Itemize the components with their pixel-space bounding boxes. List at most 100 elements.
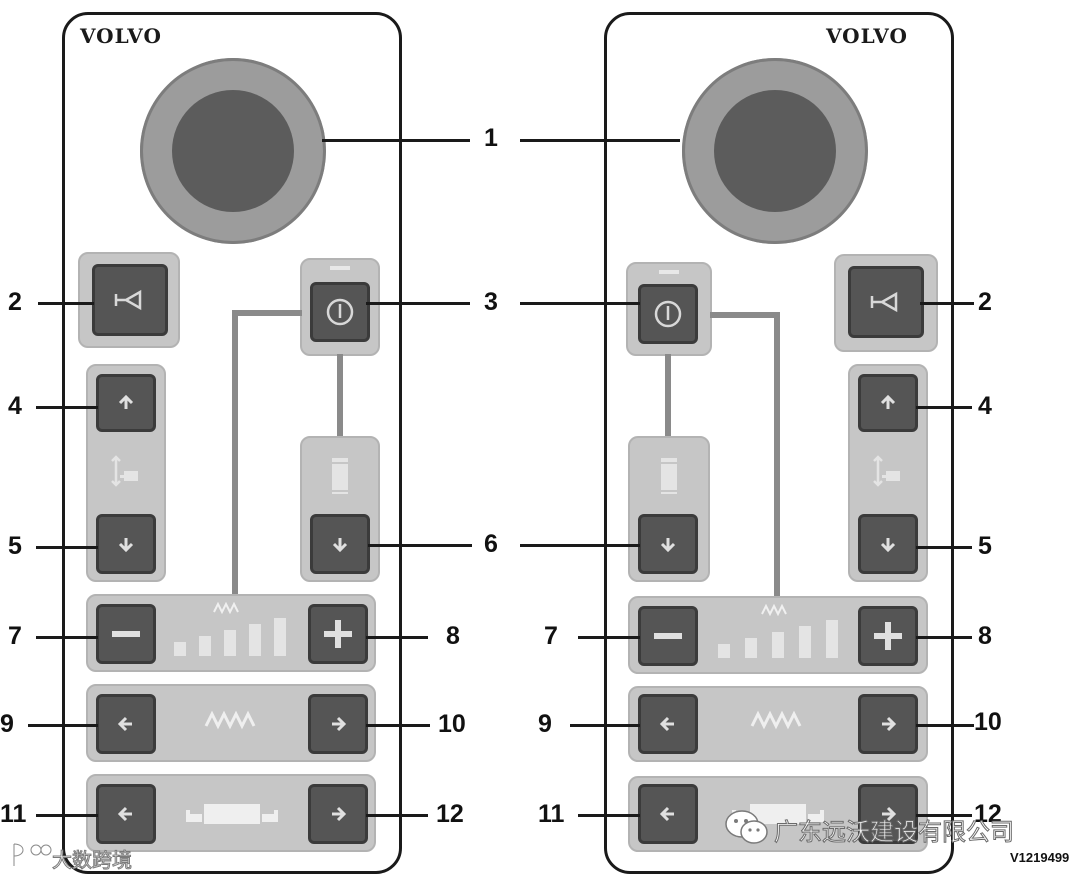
left-connector-h (232, 310, 302, 316)
right-horn-button[interactable] (848, 266, 924, 338)
leader-3-left (366, 302, 470, 305)
leader-11-right (578, 814, 640, 817)
callout-6: 6 (484, 530, 498, 558)
right-lower-button[interactable] (638, 514, 698, 574)
arrow-down-icon (880, 538, 896, 553)
callout-7-left: 7 (8, 622, 22, 650)
right-control-knob[interactable] (682, 58, 868, 244)
callout-4-right: 4 (978, 392, 992, 420)
left-lower-button[interactable] (310, 514, 370, 574)
left-vibration-small-icon (213, 601, 239, 615)
wechat-icon (725, 810, 768, 844)
minus-icon (112, 631, 140, 637)
left-level-bar-2 (199, 636, 211, 656)
left-connector-v2 (337, 354, 343, 438)
leader-4-right (916, 406, 972, 409)
left-control-knob[interactable] (140, 58, 326, 244)
arrow-down-icon (660, 538, 676, 553)
arrow-down-icon (118, 538, 134, 553)
right-up-button[interactable] (858, 374, 918, 432)
callout-9-left: 9 (0, 710, 14, 738)
right-connector-v2 (665, 354, 671, 438)
callout-10-left: 10 (438, 710, 466, 738)
leader-3-right (520, 302, 640, 305)
arrow-up-icon (880, 394, 896, 409)
leader-8-right (916, 636, 972, 639)
right-drum-left-button[interactable] (638, 784, 698, 844)
left-seat-icon (332, 458, 348, 494)
callout-11-right: 11 (538, 800, 565, 828)
left-minus-button[interactable] (96, 604, 156, 664)
leader-9-left (28, 724, 98, 727)
arrow-right-icon (882, 806, 897, 822)
leader-5-left (36, 546, 98, 549)
callout-12-left: 12 (436, 800, 464, 828)
callout-11-left: 11 (0, 800, 27, 828)
left-level-bar-4 (249, 624, 261, 656)
leader-8-left (366, 636, 428, 639)
leader-7-left (36, 636, 98, 639)
right-down-button[interactable] (858, 514, 918, 574)
left-down-button[interactable] (96, 514, 156, 574)
left-drum-icon (186, 804, 278, 824)
left-vibration-right-button[interactable] (308, 694, 368, 754)
left-horn-button[interactable] (92, 264, 168, 336)
arrow-left-icon (117, 806, 132, 822)
right-minus-button[interactable] (638, 606, 698, 666)
left-up-button[interactable] (96, 374, 156, 432)
arrow-left-icon (659, 716, 674, 732)
right-vibration-small-icon (761, 603, 787, 617)
callout-10-right: 10 (974, 708, 1002, 736)
callout-8-left: 8 (446, 622, 460, 650)
right-level-bar-4 (799, 626, 811, 658)
leader-12-left (366, 814, 428, 817)
leader-7-right (578, 636, 640, 639)
right-connector-v1 (774, 312, 780, 602)
left-plus-button[interactable] (308, 604, 368, 664)
callout-7-right: 7 (544, 622, 558, 650)
callout-2-left: 2 (8, 288, 22, 316)
power-icon (654, 300, 682, 328)
callout-5-right: 5 (978, 532, 992, 560)
callout-3: 3 (484, 288, 498, 316)
horn-icon (870, 291, 898, 313)
figure-id: V1219499 (1010, 850, 1070, 865)
leader-2-left (38, 302, 94, 305)
right-vibration-icon (750, 710, 802, 730)
leader-11-left (36, 814, 98, 817)
arrow-right-icon (882, 716, 897, 732)
left-lift-icon (111, 455, 138, 487)
callout-1: 1 (484, 124, 498, 152)
callout-9-right: 9 (538, 710, 552, 738)
left-drum-left-button[interactable] (96, 784, 156, 844)
right-vibration-right-button[interactable] (858, 694, 918, 754)
right-knob-center (714, 90, 836, 212)
right-power-button[interactable] (638, 284, 698, 344)
arrow-left-icon (117, 716, 132, 732)
plus-icon (874, 622, 902, 650)
callout-8-right: 8 (978, 622, 992, 650)
left-power-indicator-led (330, 266, 350, 270)
right-vibration-left-button[interactable] (638, 694, 698, 754)
leader-6-right (520, 544, 640, 547)
left-knob-center (172, 90, 294, 212)
right-level-bar-2 (745, 638, 757, 658)
leader-2-right (920, 302, 974, 305)
right-volvo-logo: VOLVO (826, 24, 908, 48)
callout-2-right: 2 (978, 288, 992, 316)
right-plus-button[interactable] (858, 606, 918, 666)
leader-12-right (916, 814, 972, 817)
left-power-button[interactable] (310, 282, 370, 342)
callout-4-left: 4 (8, 392, 22, 420)
plus-icon (324, 620, 352, 648)
left-volvo-logo: VOLVO (80, 24, 162, 48)
left-drum-right-button[interactable] (308, 784, 368, 844)
leader-10-right (916, 724, 974, 727)
left-vibration-left-button[interactable] (96, 694, 156, 754)
leader-6-left (368, 544, 472, 547)
watermark-left-text: 大数跨境 (52, 848, 133, 873)
watermark-logo-icon (12, 842, 53, 866)
arrow-right-icon (332, 716, 347, 732)
arrow-down-icon (332, 538, 348, 553)
left-level-bar-5 (274, 618, 286, 656)
